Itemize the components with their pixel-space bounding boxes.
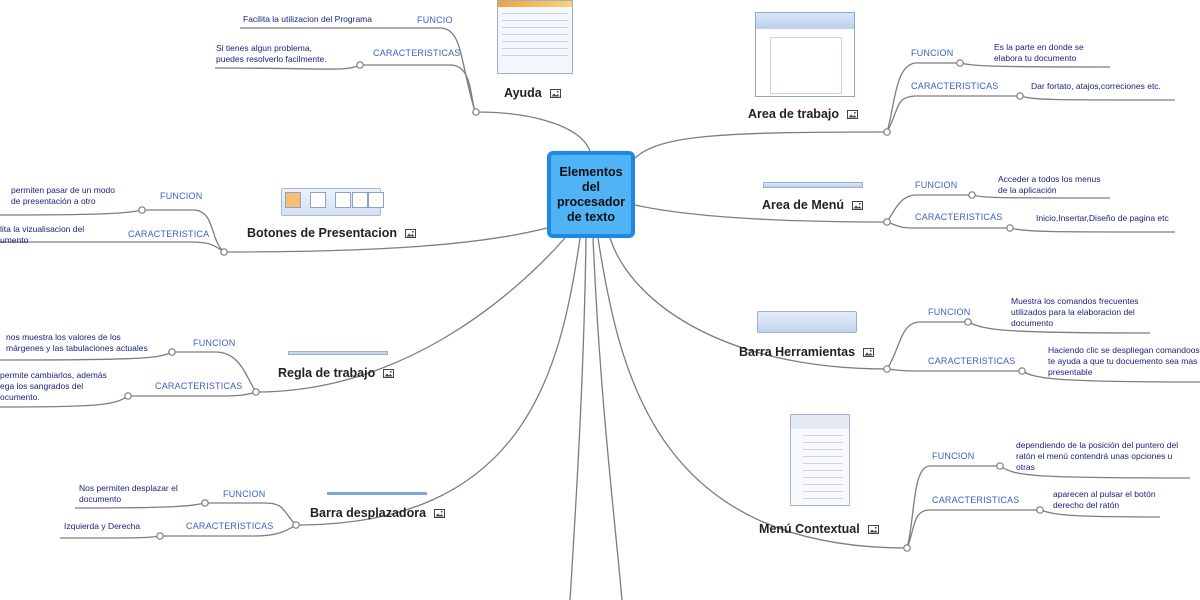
image-icon[interactable] [549,87,561,101]
image-icon[interactable] [847,108,859,122]
area-trabajo-leaf-caracteristicas[interactable]: Dar fortato, atajos,correciones etc. [1031,81,1161,91]
image-icon[interactable] [383,367,395,381]
topic-barra-herramientas-title: Barra Herramientas [739,345,856,359]
topic-area-menu-title: Area de Menú [762,198,844,212]
area-menu-leaf-caracteristicas[interactable]: Inicio,Insertar,Diseño de pagina etc [1036,213,1169,223]
barra-herramientas-label-funcion[interactable]: FUNCION [928,307,971,317]
barra-herramientas-label-caracteristicas[interactable]: CARACTERISTICAS [928,356,1016,366]
botones-presentacion-label-funcion[interactable]: FUNCION [160,191,203,201]
topic-barra-herramientas[interactable]: Barra Herramientas [739,345,875,360]
image-icon[interactable] [867,523,879,537]
barra-desplazadora-label-funcion[interactable]: FUNCION [223,489,266,499]
botones-presentacion-leaf-funcion[interactable]: permiten pasar de un modo de presentació… [11,185,115,206]
link-central-botones [223,227,548,253]
topic-area-trabajo[interactable]: Area de trabajo [748,107,859,122]
image-icon[interactable] [863,346,875,360]
link-central-despl [295,237,581,526]
barra-desplazadora-leaf-caracteristicas[interactable]: Izquierda y Derecha [64,521,141,531]
area-menu-label-funcion[interactable]: FUNCION [915,180,958,190]
regla-trabajo-screenshot-thumbnail[interactable] [288,351,388,355]
barra-desplazadora-screenshot-thumbnail[interactable] [327,492,427,495]
topic-ayuda-title: Ayuda [504,86,542,100]
ayuda-label-funcion[interactable]: FUNCIO [417,15,453,25]
area-trabajo-label-funcion[interactable]: FUNCION [911,48,954,58]
area-menu-leaf-funcion[interactable]: Acceder a todos los menus de la aplicaci… [998,174,1101,195]
menu-contextual-label-caracteristicas[interactable]: CARACTERISTICAS [932,495,1020,505]
barra-desplazadora-label-caracteristicas[interactable]: CARACTERISTICAS [186,521,274,531]
image-icon[interactable] [405,227,417,241]
link-central-down1 [569,237,587,600]
menu-contextual-leaf-funcion[interactable]: dependiendo de la posición del puntero d… [1016,440,1179,472]
topic-barra-desplazadora[interactable]: Barra desplazadora [310,506,446,521]
botones-presentacion-leaf-caracteristica[interactable]: lita la vizualisacion del umento [0,224,85,245]
regla-trabajo-leaf-caracteristicas[interactable]: permite cambiarlos, además ega los sangr… [0,370,107,402]
central-topic[interactable]: Elementos del procesador de texto [547,151,635,238]
link-central-menu-contextual [597,237,908,549]
barra-desplazadora-leaf-funcion[interactable]: Nos permiten desplazar el documento [79,483,178,504]
regla-trabajo-label-caracteristicas[interactable]: CARACTERISTICAS [155,381,243,391]
topic-botones-presentacion[interactable]: Botones de Presentacion [247,226,417,241]
barra-herramientas-screenshot-thumbnail[interactable] [757,311,857,333]
ayuda-label-caracteristicas[interactable]: CARACTERISTICAS [373,48,461,58]
regla-trabajo-leaf-funcion[interactable]: nos muestra los valores de los márgenes … [6,332,148,353]
image-icon[interactable] [851,199,863,213]
area-trabajo-screenshot-thumbnail[interactable] [755,12,855,97]
menu-contextual-screenshot-thumbnail[interactable] [790,414,850,506]
topic-regla-trabajo[interactable]: Regla de trabajo [278,366,395,381]
central-topic-title: Elementos del procesador de texto [556,164,626,224]
menu-contextual-label-funcion[interactable]: FUNCION [932,451,975,461]
botones-presentacion-screenshot-thumbnail[interactable] [281,188,384,216]
area-trabajo-leaf-funcion[interactable]: Es la parte en donde se elabora tu docum… [994,42,1084,63]
botones-presentacion-label-caracteristica[interactable]: CARACTERISTICA [128,229,210,239]
link-central-down2 [592,237,623,600]
topic-area-menu[interactable]: Area de Menú [762,198,863,213]
link-central-area-menu [634,204,888,223]
regla-trabajo-label-funcion[interactable]: FUNCION [193,338,236,348]
topic-barra-desplazadora-title: Barra desplazadora [310,506,427,520]
area-menu-label-caracteristicas[interactable]: CARACTERISTICAS [915,212,1003,222]
link-central-regla [255,237,566,393]
ayuda-screenshot-thumbnail[interactable] [497,0,573,74]
link-central-area-trabajo [634,131,888,159]
topic-ayuda[interactable]: Ayuda [504,86,561,101]
topic-menu-contextual[interactable]: Menú Contextual [759,522,879,537]
ayuda-leaf-caracteristicas[interactable]: Si tienes algun problema, puedes resolve… [216,43,327,64]
link-central-barra-herramientas [609,237,888,370]
topic-menu-contextual-title: Menú Contextual [759,522,860,536]
menu-contextual-leaf-caracteristicas[interactable]: aparecen al pulsar el botón derecho del … [1053,489,1156,510]
image-icon[interactable] [434,507,446,521]
topic-area-trabajo-title: Area de trabajo [748,107,840,121]
ayuda-leaf-funcion[interactable]: Facilita la utilizacion del Programa [243,14,372,24]
topic-regla-trabajo-title: Regla de trabajo [278,366,376,380]
area-trabajo-label-caracteristicas[interactable]: CARACTERISTICAS [911,81,999,91]
topic-botones-presentacion-title: Botones de Presentacion [247,226,398,240]
barra-herramientas-leaf-funcion[interactable]: Muestra los comandos frecuentes utilizad… [1011,296,1139,328]
link-central-ayuda [475,111,591,152]
area-menu-screenshot-thumbnail[interactable] [763,182,863,188]
barra-herramientas-leaf-caracteristicas[interactable]: Haciendo clic se despliegan comandoos te… [1048,345,1200,377]
